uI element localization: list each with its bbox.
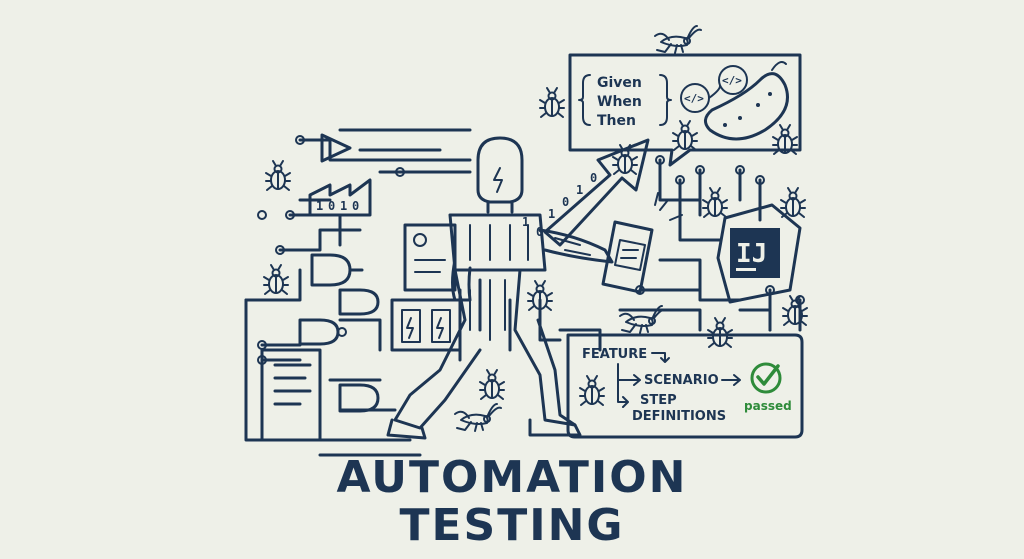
grasshopper-icon	[454, 25, 702, 432]
status-passed: passed	[744, 399, 792, 413]
flow-step: STEP	[640, 393, 677, 408]
svg-text:1: 1	[522, 215, 529, 229]
gherkin-when: When	[597, 94, 642, 110]
bdd-flow-box: FEATURE SCENARIO STEP DEFINITIONS passed	[566, 333, 804, 439]
svg-text:1: 1	[576, 183, 583, 197]
svg-text:0: 0	[352, 199, 359, 213]
flow-scenario: SCENARIO	[644, 373, 719, 388]
title-line-2: TESTING	[399, 500, 625, 551]
svg-text:0: 0	[536, 225, 543, 239]
ide-logo-icon: IJ	[716, 203, 802, 304]
title-line-1: AUTOMATION	[336, 452, 688, 503]
upward-arrow-icon: 1 0 1 0 1 0	[522, 138, 650, 247]
circuit-traces	[244, 128, 805, 457]
phone-icon	[601, 192, 683, 294]
check-circle-icon	[750, 362, 782, 394]
svg-text:0: 0	[562, 195, 569, 209]
buffer-gate-icon	[320, 133, 352, 163]
svg-text:0: 0	[590, 171, 597, 185]
svg-text:0: 0	[328, 199, 335, 213]
document-icon	[260, 348, 322, 442]
code-icon: </>	[684, 92, 704, 105]
bug-icon	[263, 87, 808, 406]
gherkin-bubble: Given When Then </> </>	[568, 53, 802, 167]
cucumber-icon	[704, 61, 789, 141]
svg-text:1: 1	[316, 199, 323, 213]
battery-pack-icon	[390, 298, 462, 352]
logic-gate-icon	[298, 253, 380, 413]
binary-chart-box: 1 0 1 0	[308, 178, 372, 217]
gherkin-then: Then	[597, 113, 636, 129]
svg-text:1: 1	[340, 199, 347, 213]
lightning-icon	[493, 167, 503, 193]
code-icon: </>	[722, 74, 742, 87]
robot-tester-figure	[386, 136, 683, 440]
svg-text:1: 1	[548, 207, 555, 221]
gherkin-given: Given	[597, 75, 642, 91]
svg-text:IJ: IJ	[736, 239, 767, 269]
flow-feature: FEATURE	[582, 347, 647, 362]
flow-definitions: DEFINITIONS	[632, 409, 726, 424]
backpack	[403, 223, 457, 292]
